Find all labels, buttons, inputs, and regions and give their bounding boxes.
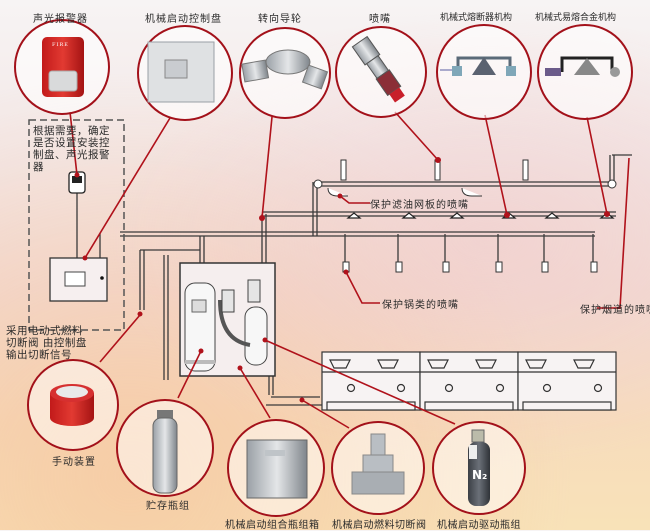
control-panel-symbol (49, 257, 108, 302)
nozzle-callout (335, 26, 427, 118)
combo-box-callout (227, 419, 325, 517)
storage-cylinder-callout (116, 399, 214, 497)
manual-release-icon (50, 384, 94, 426)
fusible-link-1-callout (436, 24, 532, 120)
n2-badge: N₂ (472, 468, 488, 482)
manual-device-callout (27, 359, 119, 451)
pot-nozzles (342, 261, 598, 273)
label-fusible-link-1: 机械式熔断器机构 (440, 13, 513, 23)
label-fuel-valve: 机械启动燃料切断阀 (332, 520, 427, 531)
note-electric-valve: 采用电动式燃料切断阀 由控制盘输出切断信号 (6, 325, 87, 361)
pot-nozzle-drops (344, 234, 594, 270)
nozzle-icon (351, 35, 405, 103)
fusible-link-icon (440, 56, 516, 76)
callout-pot-nozzle: 保护锅类的喷嘴 (382, 300, 459, 311)
fuel-valve-callout (331, 421, 425, 515)
label-manual-device: 手动装置 (52, 457, 96, 468)
pulley-elbow-icon (241, 49, 329, 90)
filter-nozzles (313, 159, 617, 197)
turning-wheel-callout (239, 27, 331, 119)
cooking-stoves (321, 351, 617, 411)
alarm-callout (14, 19, 110, 115)
label-n2-cylinder: 机械启动驱动瓶组 (437, 520, 521, 531)
n2-cylinder-callout (432, 421, 526, 515)
optional-zone (28, 119, 125, 331)
callout-filter-nozzle: 保护滤油网板的喷嘴 (370, 200, 469, 211)
fusible-link-icon (545, 56, 620, 77)
note-optional: 根据需要，确定是否设置安装控制盘、声光报警器 (33, 125, 110, 173)
label-fusible-link-2: 机械式易熔合金机构 (535, 13, 617, 23)
alarm-fire-badge: FIRE (52, 42, 69, 48)
label-alarm: 声光报警器 (33, 14, 88, 25)
cabinet-icon (246, 439, 308, 499)
callout-flue-nozzle: 保护烟道的喷嘴 (580, 305, 650, 316)
label-nozzle: 喷嘴 (369, 14, 391, 25)
label-storage-cylinder: 贮存瓶组 (146, 501, 190, 512)
label-control-panel: 机械启动控制盘 (145, 14, 222, 25)
leader-arrowheads (74, 157, 610, 403)
control-panel-callout (137, 25, 233, 121)
cabinet-assembly (179, 262, 276, 377)
cylinder-icon (152, 410, 178, 494)
n2-cylinder-icon (468, 429, 490, 506)
label-combo-box: 机械启动组合瓶组箱 (225, 520, 320, 531)
valve-icon (351, 433, 405, 495)
leader-lines (69, 111, 630, 429)
label-turning-wheel: 转向导轮 (258, 14, 302, 25)
fusible-link-2-callout (537, 24, 633, 120)
